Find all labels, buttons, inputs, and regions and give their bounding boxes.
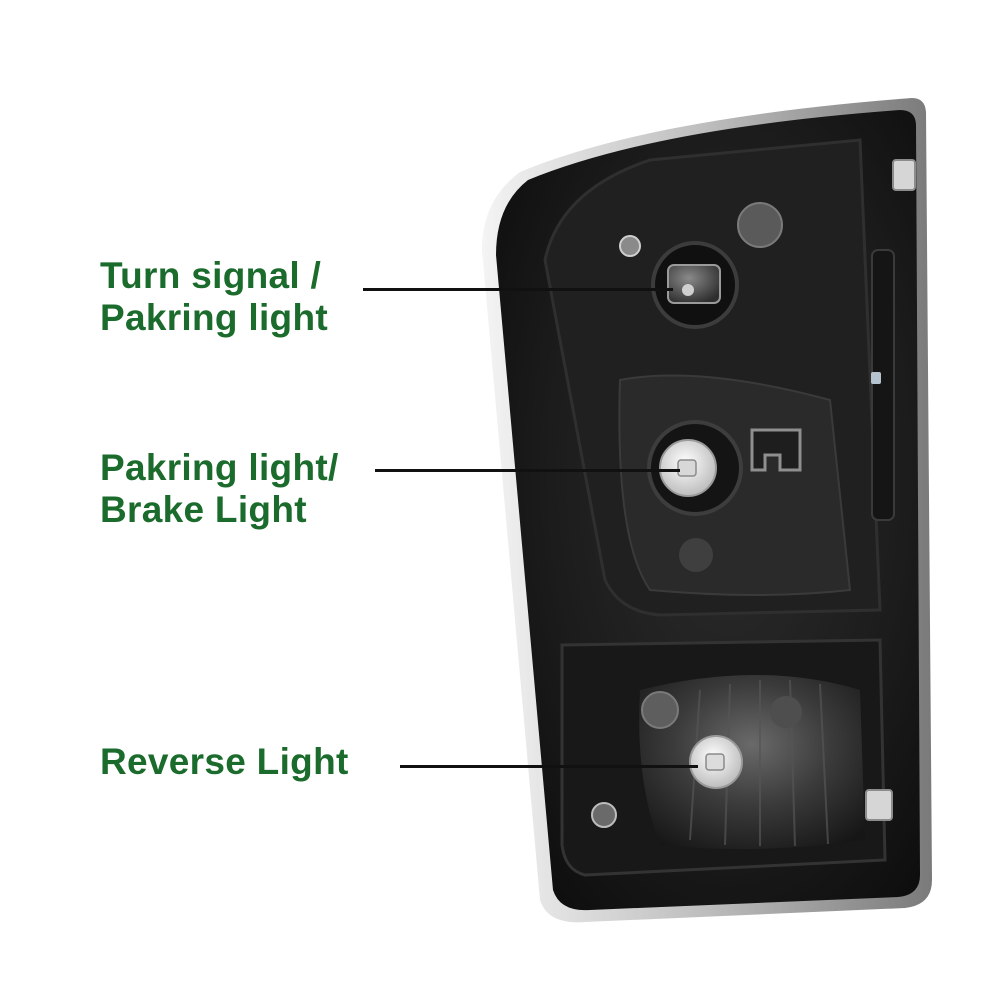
turn-signal-label-line2: Pakring light (100, 297, 328, 338)
brake-socket-key (677, 459, 697, 477)
upper-clip (892, 159, 916, 191)
turn-signal-plug-pin (682, 284, 694, 296)
turn-signal-label: Turn signal / Pakring light (100, 255, 328, 339)
reverse-light-label: Reverse Light (100, 741, 349, 783)
vent-port-1 (737, 202, 783, 248)
reverse-light-label-line1: Reverse Light (100, 741, 349, 782)
mount-stud-top (619, 235, 641, 257)
vent-port-4 (770, 696, 802, 728)
reverse-lens (639, 675, 865, 849)
mount-stud-bottom (591, 802, 617, 828)
reverse-light-leader-line (400, 765, 698, 768)
turn-signal-label-line1: Turn signal / (100, 255, 322, 296)
reverse-socket-key (705, 753, 725, 771)
side-screw (871, 372, 881, 384)
vent-port-3 (641, 691, 679, 729)
lower-clip (865, 789, 893, 821)
turn-signal-plug (667, 264, 721, 304)
brake-connector-bracket (750, 428, 802, 472)
side-rib (871, 249, 895, 521)
brake-light-label-line1: Pakring light/ (100, 447, 339, 488)
brake-light-leader-line (375, 469, 680, 472)
brake-light-label-line2: Brake Light (100, 489, 307, 530)
turn-signal-leader-line (363, 288, 673, 291)
brake-light-label: Pakring light/ Brake Light (100, 447, 339, 531)
vent-port-2 (679, 538, 713, 572)
